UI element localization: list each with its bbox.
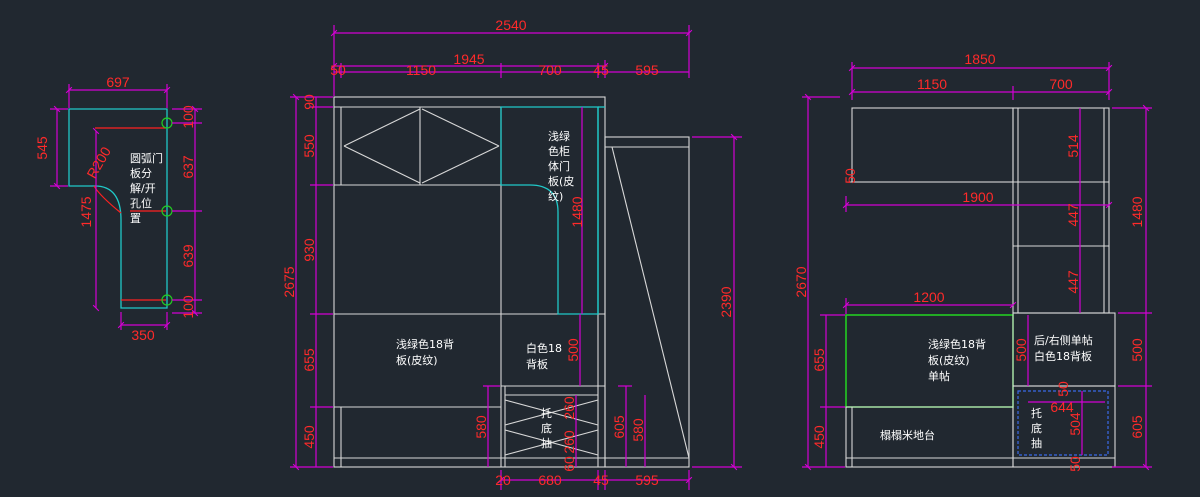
svg-text:500: 500: [1129, 338, 1145, 362]
dim-overall-width: 2540: [495, 17, 526, 33]
svg-text:1480: 1480: [569, 196, 585, 227]
svg-text:680: 680: [538, 472, 562, 488]
drawer-outline: [1017, 390, 1109, 456]
svg-text:1480: 1480: [1129, 196, 1145, 227]
svg-text:595: 595: [635, 62, 659, 78]
svg-text:浅绿色18背: 浅绿色18背: [928, 337, 986, 351]
svg-text:1150: 1150: [917, 76, 947, 92]
svg-text:450: 450: [811, 425, 827, 449]
top-cabinet: [851, 107, 1014, 183]
note-drawer-right: 托 底 抽: [1031, 406, 1042, 450]
ladder-frame: [604, 136, 690, 468]
note-back-panel: 浅绿色18背 板(皮纹): [396, 337, 454, 367]
svg-text:白色18: 白色18: [526, 341, 562, 355]
svg-text:90: 90: [301, 94, 317, 110]
svg-text:50: 50: [842, 168, 858, 184]
dim-radius: R200: [83, 144, 114, 181]
svg-text:托: 托: [1031, 406, 1042, 420]
svg-text:45: 45: [593, 62, 609, 78]
svg-text:260: 260: [561, 396, 577, 420]
dim-right-elev-outer: 2670: [793, 266, 809, 297]
svg-text:底: 底: [1031, 421, 1042, 435]
svg-text:580: 580: [473, 415, 489, 439]
svg-text:930: 930: [301, 238, 317, 262]
svg-text:1150: 1150: [406, 62, 436, 78]
dim-right-1: 100: [180, 105, 196, 129]
dim-inner-height: 1475: [78, 196, 94, 227]
dim-shelf-width: 1900: [962, 189, 993, 205]
dim-desk-width: 1200: [913, 289, 944, 305]
svg-text:605: 605: [611, 415, 627, 439]
dim-left-outer: 2675: [281, 266, 297, 297]
svg-text:托: 托: [541, 406, 552, 420]
svg-text:白色18背板: 白色18背板: [1034, 349, 1092, 363]
svg-text:655: 655: [301, 348, 317, 372]
dim-right-4: 100: [180, 295, 196, 319]
svg-text:700: 700: [538, 62, 562, 78]
svg-text:色柜: 色柜: [548, 144, 570, 158]
dim-top-width: 697: [106, 74, 130, 90]
left-plan-view: 697 350 545 1475 R200 100 637 639 100 圆弧…: [34, 74, 202, 343]
svg-text:浅绿: 浅绿: [548, 129, 570, 143]
note-drawer: 托 底 抽: [541, 406, 552, 450]
svg-text:20: 20: [495, 472, 511, 488]
curved-door-panel: [500, 106, 599, 315]
note-side-panel: 后/右侧单帖 白色18背板: [1034, 333, 1093, 363]
svg-text:抽: 抽: [1031, 436, 1042, 450]
svg-text:体门: 体门: [548, 159, 570, 173]
svg-text:背板: 背板: [526, 357, 548, 371]
svg-text:板(皮纹): 板(皮纹): [928, 353, 970, 367]
note-cabinet-door: 浅绿 色柜 体门 板(皮 纹): [548, 129, 574, 203]
svg-text:板分: 板分: [130, 166, 152, 180]
svg-text:500: 500: [1013, 338, 1029, 362]
svg-text:50: 50: [330, 62, 346, 78]
svg-text:644: 644: [1050, 399, 1074, 415]
middle-elevation: 2540 1945 50 1150 700 45 595 20 680 45 5…: [281, 17, 742, 490]
svg-text:45: 45: [593, 472, 609, 488]
svg-text:孔位: 孔位: [130, 196, 152, 210]
svg-text:抽: 抽: [541, 436, 552, 450]
left-plan-note: 圆弧门 板分 解/开 孔位 置: [130, 151, 163, 225]
svg-text:浅绿色18背: 浅绿色18背: [396, 337, 454, 351]
svg-text:450: 450: [301, 425, 317, 449]
note-tatami: 榻榻米地台: [880, 428, 935, 442]
dim-right-overall: 1850: [964, 51, 995, 67]
svg-text:447: 447: [1065, 203, 1081, 227]
svg-text:595: 595: [635, 472, 659, 488]
svg-text:504: 504: [1067, 412, 1083, 436]
svg-text:后/右侧单帖: 后/右侧单帖: [1034, 333, 1093, 347]
note-green-back: 浅绿色18背 板(皮纹) 单帖: [928, 337, 986, 383]
dim-right-3: 639: [180, 244, 196, 268]
svg-text:700: 700: [1049, 76, 1073, 92]
svg-text:圆弧门: 圆弧门: [130, 151, 163, 165]
svg-text:260: 260: [561, 430, 577, 454]
shelf-column: [1012, 107, 1110, 314]
svg-text:板(皮: 板(皮: [548, 174, 574, 188]
dim-right-2: 637: [180, 155, 196, 179]
svg-text:解/开: 解/开: [130, 181, 156, 195]
svg-text:447: 447: [1065, 270, 1081, 294]
svg-text:底: 底: [541, 421, 552, 435]
svg-text:605: 605: [1129, 415, 1145, 439]
svg-text:置: 置: [130, 212, 141, 225]
svg-text:514: 514: [1065, 134, 1081, 158]
dim-bottom-width: 350: [131, 327, 155, 343]
svg-text:纹): 纹): [548, 189, 563, 203]
svg-text:60: 60: [561, 456, 577, 472]
svg-text:500: 500: [565, 338, 581, 362]
right-elevation: 1850 1150 700 1900 1200 50 2670 655 450 …: [793, 51, 1152, 472]
dim-right-height: 2390: [718, 286, 734, 317]
svg-text:板(皮纹): 板(皮纹): [396, 353, 438, 367]
svg-text:单帖: 单帖: [928, 370, 950, 383]
dim-inner-width: 1945: [453, 51, 484, 67]
dim-left-height: 545: [34, 136, 50, 160]
svg-text:550: 550: [301, 134, 317, 158]
note-white-back: 白色18 背板: [526, 341, 562, 371]
svg-text:580: 580: [630, 418, 646, 442]
svg-text:50: 50: [1055, 381, 1071, 397]
svg-text:50: 50: [1067, 456, 1083, 472]
svg-text:655: 655: [811, 348, 827, 372]
